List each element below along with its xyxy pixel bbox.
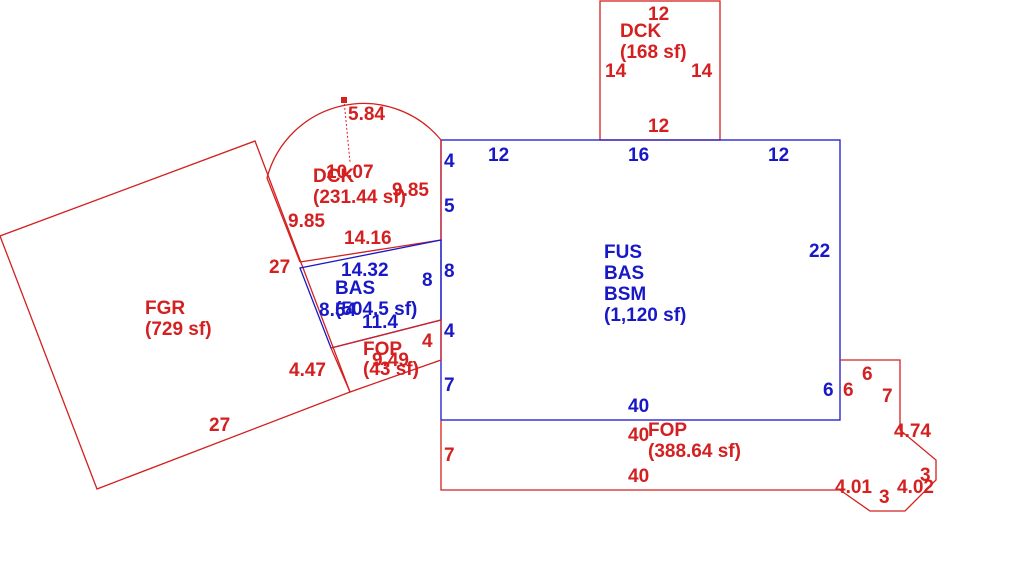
dim-fop-right-h: 4.01 (835, 477, 872, 498)
main-code2-label: BAS (604, 263, 644, 284)
dim-arc-chord: 10.07 (326, 162, 374, 183)
dim-fop-right-d: 4.74 (894, 421, 931, 442)
fgr-code-label: FGR (145, 298, 185, 319)
dim-fop-right-b: 6 (862, 364, 873, 385)
fop-small-code-label: FOP (363, 339, 402, 360)
dim-arc-bottom: 14.16 (344, 228, 392, 249)
main-code3-label: BSM (604, 284, 646, 305)
dim-dck-top-right: 14 (691, 61, 713, 82)
fop-small-outline (330, 319, 442, 393)
dim-fop-right-a: 6 (843, 380, 854, 401)
dim-main-left-b: 5 (444, 196, 455, 217)
dim-fgr-bottom: 27 (209, 415, 230, 436)
dim-main-bottom: 40 (628, 396, 649, 417)
dim-fop-bottom-left: 7 (444, 445, 455, 466)
dim-fop-bottom-top: 40 (628, 425, 649, 446)
dim-fop-right-g: 3 (879, 487, 890, 508)
dim-fop-bottom-bottom: 40 (628, 466, 649, 487)
dim-main-left-e: 7 (444, 375, 455, 396)
dck-arc-area-label: (231.44 sf) (313, 187, 406, 208)
dim-bas-left: 8.54 (319, 300, 356, 321)
dim-main-left-c: 8 (444, 261, 455, 282)
dim-main-right: 22 (809, 241, 830, 262)
dim-fop-small-bottom: 9.49 (372, 350, 409, 371)
dck-arc-code-label: DCK (313, 166, 354, 187)
dim-dck-top-top: 12 (648, 4, 669, 25)
dck-top-area-label: (168 sf) (620, 42, 687, 63)
dim-arc-left: 9.85 (288, 211, 325, 232)
fop-bottom-code-label: FOP (648, 420, 687, 441)
dim-bas-top: 14.32 (341, 260, 389, 281)
dim-main-left-d: 4 (444, 321, 455, 342)
dim-main-top-right: 12 (768, 145, 789, 166)
fop-bottom-area-label: (388.64 sf) (648, 441, 741, 462)
dim-main-left-a: 4 (444, 151, 455, 172)
dim-bas-right: 8 (422, 270, 433, 291)
dim-fgr-top: 27 (269, 257, 290, 278)
dck-arc-left-edge (266, 177, 301, 263)
dim-fop-right-f: 4.02 (897, 477, 934, 498)
dim-arc-radius: 5.84 (348, 104, 385, 125)
dim-bas-bottom: 11.4 (362, 312, 398, 333)
dim-dck-top-left: 14 (605, 61, 627, 82)
main-area-label: (1,120 sf) (604, 305, 686, 326)
dim-arc-right: 9.85 (392, 180, 429, 201)
dim-main-right-step: 6 (823, 380, 834, 401)
dck-arc-outline (266, 102, 442, 263)
dim-fop-right-e: 3 (920, 465, 931, 486)
dck-top-code-label: DCK (620, 21, 661, 42)
dim-fgr-side: 4.47 (289, 360, 326, 381)
bas-small-code-label: BAS (335, 278, 375, 299)
dim-fop-right-c: 7 (882, 386, 893, 407)
dim-main-top-mid: 16 (628, 145, 649, 166)
arc-center-marker (341, 97, 347, 103)
fop-small-area-label: (43 sf) (363, 359, 419, 380)
main-code1-label: FUS (604, 242, 642, 263)
dim-dck-top-bottom: 12 (648, 116, 669, 137)
bas-small-area-label: (504.5 sf) (335, 299, 417, 320)
fop-bottom-outline (440, 359, 937, 512)
fgr-area-label: (729 sf) (145, 319, 212, 340)
dim-main-top-left: 12 (488, 145, 509, 166)
dim-fop-small-right: 4 (422, 331, 433, 352)
